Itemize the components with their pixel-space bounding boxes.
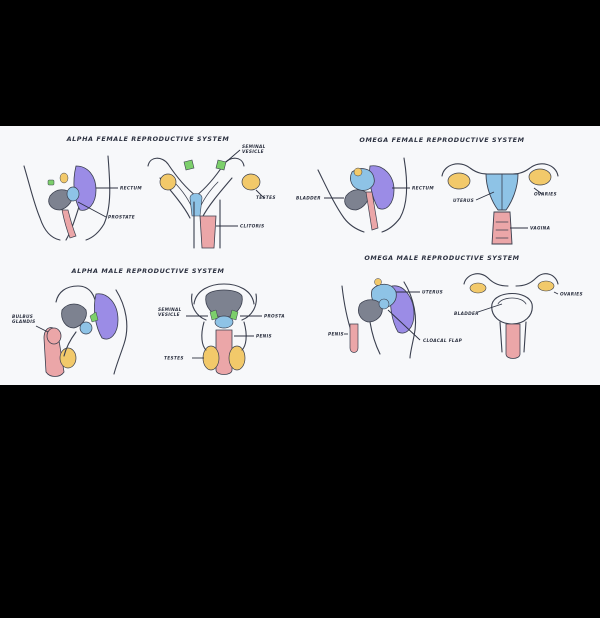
label-vagina: VAGINA [530,226,550,232]
label-omega-male-penis: PENIS [328,332,344,338]
left-vesicle-shape [183,159,195,171]
anatomy-diagram: ALPHA FEMALE REPRODUCTIVE SYSTEM OMEGA F… [12,135,583,377]
alpha-male-front-prostate-shape [214,315,234,329]
alpha-male-front-vesicle-right [229,309,239,321]
prostate-shape [66,186,80,202]
testis-shape [59,172,69,184]
omega-male-cloaca-shape [378,298,390,310]
bulbus-glandis-shape [46,327,62,345]
omega-male-front-penis [505,323,521,359]
label-alpha-male-penis: PENIS [256,334,272,340]
label-testes: TESTES [256,195,276,201]
omega-male-side-view: UTERUS PENIS CLOACAL FLAP [328,278,463,359]
label-ovaries: OVARIES [534,192,557,198]
label-rectum: RECTUM [120,186,142,192]
omega-male-title: OMEGA MALE REPRODUCTIVE SYSTEM [364,254,519,262]
omega-vagina-shape [365,191,379,231]
omega-male-front-view: OVARIES BLADDER [454,273,583,359]
alpha-male-vesicle-shape [89,311,99,323]
label-omega-male-bladder: BLADDER [454,311,479,317]
alpha-male-bladder-shape [61,303,87,329]
alpha-female-side-view: RECTUM PROSTATE [23,155,142,241]
seminal-vesicle-shape [47,179,55,186]
omega-female-front-view: OVARIES UTERUS VAGINA [441,163,559,245]
omega-left-ovary-shape [447,172,471,190]
front-prostate-shape [189,193,203,217]
bladder-shape [48,189,73,211]
omega-female-side-view: BLADDER RECTUM [296,157,434,233]
label-cloacal-flap: CLOACAL FLAP [423,338,463,344]
omega-male-bladder-shape [358,299,383,323]
label-prostate: PROSTATE [108,215,135,221]
label-omega-rectum: RECTUM [412,186,434,192]
omega-right-ovary-shape [528,168,552,186]
diagram-sheet: ALPHA FEMALE REPRODUCTIVE SYSTEM OMEGA F… [0,126,600,385]
label-clitoris: CLITORIS [240,224,264,230]
left-testis-shape [159,173,177,191]
alpha-male-prostate-shape [79,321,93,335]
omega-bladder-shape [344,189,369,211]
label-uterus: UTERUS [453,198,474,204]
label-alpha-male-prostate: PROSTA [264,314,285,320]
right-testis-shape [241,173,261,191]
label-alpha-male-testes: TESTES [164,356,184,362]
canal-shape [61,209,77,239]
omega-front-vagina-shape [491,211,513,245]
omega-male-penis-shape [349,323,359,353]
alpha-male-front-vesicle-left [209,309,219,321]
alpha-male-rectum-shape [94,293,119,340]
clitoris-shape [199,215,217,249]
alpha-female-title: ALPHA FEMALE REPRODUCTIVE SYSTEM [66,135,230,143]
alpha-male-title: ALPHA MALE REPRODUCTIVE SYSTEM [71,267,225,275]
alpha-male-front-penis-shape [215,329,233,375]
alpha-male-testis-shape [59,347,77,369]
omega-male-right-ovary [537,280,555,292]
label-omega-male-ovaries: OVARIES [560,292,583,298]
omega-female-title: OMEGA FEMALE REPRODUCTIVE SYSTEM [359,136,524,144]
omega-ovary-shape [353,167,363,177]
label-bladder: BLADDER [296,196,321,202]
rectum-shape [73,165,97,211]
omega-male-left-ovary [469,282,487,294]
right-vesicle-shape [215,159,227,171]
omega-male-ovary-shape [374,278,382,286]
alpha-male-front-testis-right [228,345,246,371]
label-omega-male-uterus: UTERUS [422,290,443,296]
omega-rectum-shape [369,165,395,210]
